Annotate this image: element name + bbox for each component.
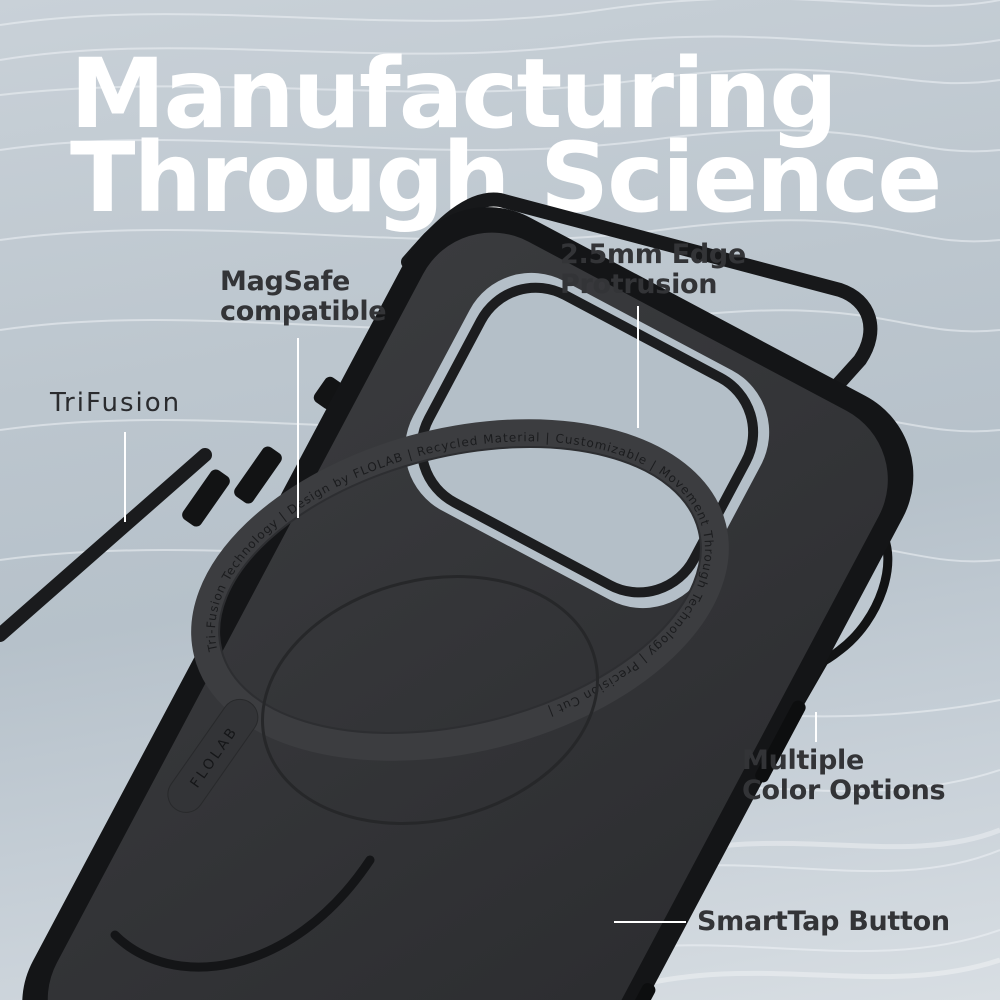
callout-smarttap: SmartTap Button: [697, 906, 950, 937]
callout-color-options: Multiple Color Options: [742, 745, 946, 806]
logo-pill: [167, 698, 259, 813]
leader-line-smarttap: [614, 921, 686, 923]
callout-edge-protrusion: 2.5mm Edge Protrusion: [560, 240, 746, 300]
callout-colors-line-1: Multiple: [742, 745, 865, 776]
trifusion-logo: TriFusion: [50, 388, 182, 418]
lower-groove: [110, 855, 375, 972]
side-button-1: [755, 700, 806, 783]
callout-magsafe-line-2: compatible: [220, 296, 387, 327]
leader-line-magsafe: [297, 338, 299, 518]
leader-line-edge: [637, 306, 639, 428]
magsafe-inner-circle: [261, 575, 599, 825]
callout-edge-line-1: 2.5mm Edge: [560, 239, 746, 270]
leader-line-colors: [815, 712, 817, 742]
button-part-3: [182, 469, 230, 527]
bumper-strip-left: [0, 448, 212, 642]
button-part-2: [234, 446, 282, 504]
callout-magsafe: MagSafe compatible: [220, 266, 387, 327]
callout-magsafe-line-1: MagSafe: [220, 266, 351, 297]
callout-edge-line-2: Protrusion: [560, 269, 718, 300]
callout-colors-line-2: Color Options: [742, 775, 946, 806]
headline-line-1: Manufacturing: [70, 38, 838, 150]
leader-line-trifusion: [124, 432, 126, 522]
